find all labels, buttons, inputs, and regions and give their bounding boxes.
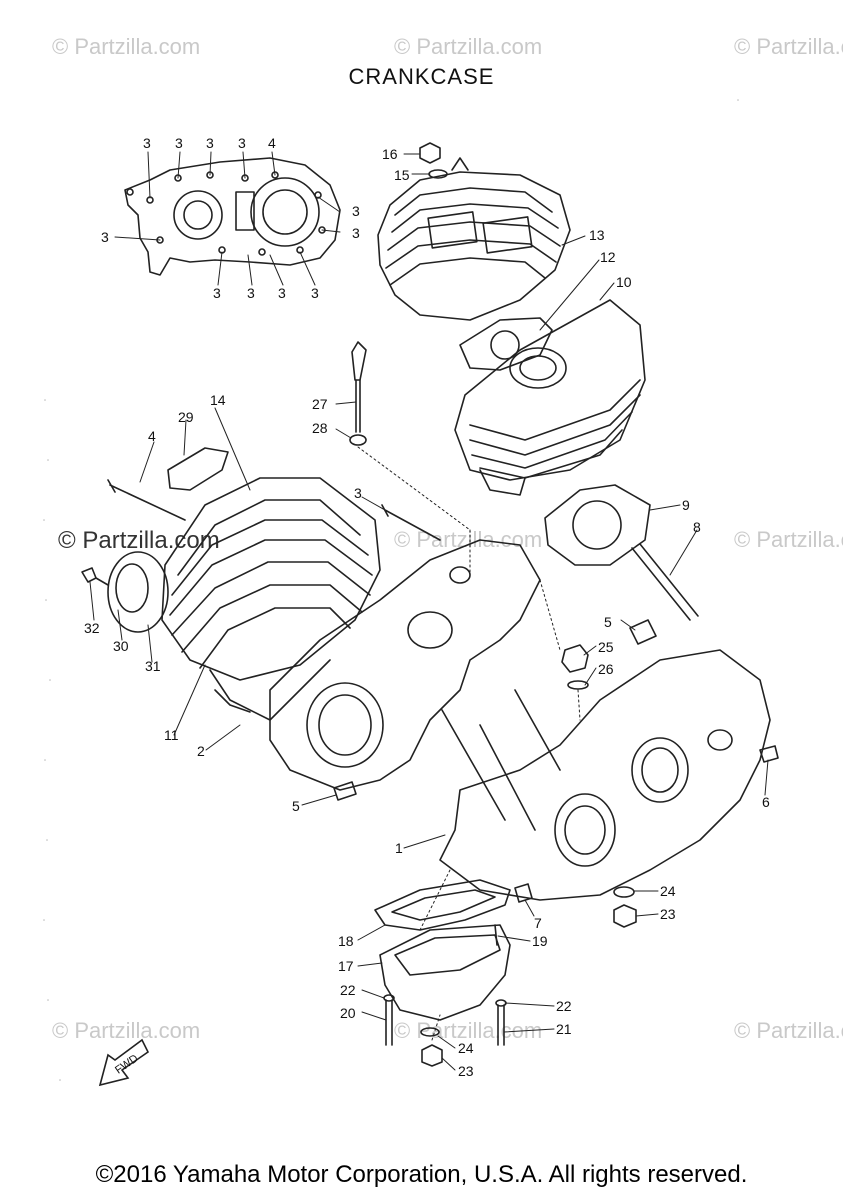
oil-pan [379, 924, 511, 1021]
nut-washer [419, 142, 448, 179]
callout-26: 26 [598, 661, 614, 677]
filler-cap [561, 644, 589, 673]
callout-23-right: 23 [660, 906, 676, 922]
inset-callout: 3 [352, 225, 360, 241]
callout-25: 25 [598, 639, 614, 655]
callout-2: 2 [197, 743, 205, 759]
dowel-pin-left [333, 781, 357, 801]
inset-callout: 4 [268, 135, 276, 151]
long-bolt [107, 479, 186, 521]
callout-31: 31 [145, 658, 161, 674]
callout-13: 13 [589, 227, 605, 243]
callout-24-right: 24 [660, 883, 676, 899]
inset-callout: 3 [175, 135, 183, 151]
callout-32: 32 [84, 620, 100, 636]
watermark: © Partzilla.com [52, 1018, 201, 1043]
mount-bracket [167, 447, 229, 491]
copyright-notice: ©2016 Yamaha Motor Corporation, U.S.A. A… [95, 1161, 748, 1188]
stud-bolt [631, 543, 699, 621]
cylinder-upper [454, 299, 646, 496]
callout-24-bottom: 24 [458, 1040, 474, 1056]
watermark: © Partzilla.com [394, 1018, 543, 1043]
callout-20: 20 [340, 1005, 356, 1021]
inset-callout: 3 [143, 135, 151, 151]
callout-30: 30 [113, 638, 129, 654]
callout-14: 14 [210, 392, 226, 408]
callout-18: 18 [338, 933, 354, 949]
inset-callout: 3 [213, 285, 221, 301]
diagram-title: CRANKCASE [348, 64, 495, 89]
inset-callout: 3 [352, 203, 360, 219]
callout-4: 4 [148, 428, 156, 444]
callout-29: 29 [178, 409, 194, 425]
base-gasket [544, 484, 651, 566]
inset-callout: 3 [247, 285, 255, 301]
callout-7: 7 [534, 915, 542, 931]
inset-callout: 3 [101, 229, 109, 245]
inset-callout: 3 [311, 285, 319, 301]
dowel-pin-right [629, 619, 657, 645]
callout-28: 28 [312, 420, 328, 436]
bolt-mid [381, 504, 441, 541]
callout-22-right: 22 [556, 998, 572, 1014]
callout-22-left: 22 [340, 982, 356, 998]
fwd-arrow-icon: FWD [98, 1038, 150, 1087]
callout-1: 1 [395, 840, 403, 856]
watermark: © Partzilla.com [394, 527, 543, 552]
inset-callout: 3 [206, 135, 214, 151]
watermark: © Partzilla.com [52, 34, 201, 59]
crankcase-right [439, 649, 771, 901]
head-gasket-upper [459, 317, 553, 371]
inset-callout: 3 [278, 285, 286, 301]
callout-10: 10 [616, 274, 632, 290]
inset-callout: 3 [238, 135, 246, 151]
callout-19: 19 [532, 933, 548, 949]
fwd-label: FWD [113, 1052, 140, 1076]
callout-17: 17 [338, 958, 354, 974]
callout-16: 16 [382, 146, 398, 162]
callout-12: 12 [600, 249, 616, 265]
watermark: © Partzilla.com [394, 34, 543, 59]
crankcase-left [269, 539, 541, 791]
callout-5-right: 5 [604, 614, 612, 630]
watermark: © Partzilla.com [734, 527, 843, 552]
dowel-pin-6 [759, 745, 779, 763]
dowel-pin-7 [514, 883, 533, 903]
callout-11: 11 [164, 727, 179, 743]
callout-3: 3 [354, 485, 362, 501]
callout-6: 6 [762, 794, 770, 810]
callout-21: 21 [556, 1021, 572, 1037]
dipstick [349, 341, 367, 446]
callout-5-left: 5 [292, 798, 300, 814]
cylinder-head-lower [161, 477, 381, 681]
callout-15: 15 [394, 167, 410, 183]
watermark: © Partzilla.com [734, 1018, 843, 1043]
cover-plate [81, 551, 169, 633]
cylinder-head-upper [377, 157, 571, 321]
callout-8: 8 [693, 519, 701, 535]
watermark-dark: © Partzilla.com [58, 527, 220, 554]
callout-27: 27 [312, 396, 328, 412]
oil-pan-gasket [374, 879, 511, 931]
watermark: © Partzilla.com [734, 34, 843, 59]
callout-23-bottom: 23 [458, 1063, 474, 1079]
inset-gasket-drawing [124, 157, 341, 276]
callout-9: 9 [682, 497, 690, 513]
